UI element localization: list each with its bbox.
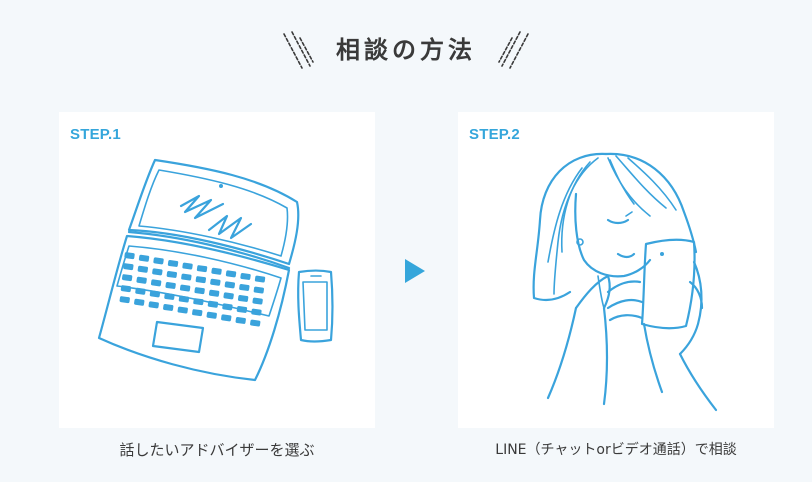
keyboard-key [120,285,132,293]
keyboard-key [211,267,222,275]
keyboard-key [138,254,150,262]
step-1-card: STEP.1 [59,112,375,428]
keyboard-key [222,303,233,311]
keyboard-key [252,297,263,305]
keyboard-key [251,308,262,316]
step-2-caption: LINE（チャットorビデオ通話）で相談 [495,442,737,458]
keyboard-key [178,295,190,303]
keyboard-key [179,284,191,292]
keyboard-key [250,319,261,327]
keyboard-key [135,287,146,295]
keyboard-key [153,257,164,265]
step-1-label: STEP.1 [70,126,121,143]
keyboard-key [166,270,178,278]
keyboard-key [206,311,217,319]
keyboard-key [167,259,179,267]
keyboard-key [163,303,174,311]
title-right-dashes-icon [498,31,529,69]
keyboard-key [223,292,234,300]
keyboard-key [137,265,149,273]
keyboard-key [164,292,175,300]
keyboard-key [165,281,176,289]
keyboard-key [136,276,147,284]
keyboard-key [224,281,236,289]
keyboard-key [149,290,161,298]
keyboard-key [121,274,133,282]
keyboard-key [124,252,135,260]
keyboard-key [196,265,208,273]
keyboard-key [239,283,250,291]
keyboard-key [119,296,130,304]
keyboard-key [237,294,249,302]
keyboard-key [181,273,192,281]
step-2-card: STEP.2 [458,112,774,428]
keyboard-key [182,262,193,270]
section-header: 相談の方法 [0,26,812,74]
page-title: 相談の方法 [336,36,476,64]
keyboard-key [210,278,221,286]
title-left-dashes-icon [283,31,314,69]
step-1-caption: 話したいアドバイザーを選ぶ [119,441,315,459]
keyboard-key [235,316,246,324]
keyboard-key [207,300,219,308]
keyboard-key [148,301,159,309]
keyboard-key [208,289,220,297]
woman-with-phone-illustration [532,152,718,412]
keyboard-key [193,298,204,306]
keyboard-key [253,286,265,294]
keyboard-key [134,298,145,306]
keyboard-key [150,279,162,287]
keyboard-key [123,263,134,271]
keyboard-key [236,305,248,313]
step-2-label: STEP.2 [469,126,520,143]
keyboard-key [221,314,232,322]
keyboard-key [177,306,188,314]
keyboard-key [240,272,251,280]
laptop-and-phone-illustration [97,158,334,382]
play-arrow-icon [405,259,425,283]
keyboard-key [195,276,207,284]
keyboard-key [225,270,237,278]
keyboard-key [152,268,163,276]
keyboard-key [192,309,203,317]
keyboard-key [194,287,205,295]
keyboard-key [254,275,266,283]
